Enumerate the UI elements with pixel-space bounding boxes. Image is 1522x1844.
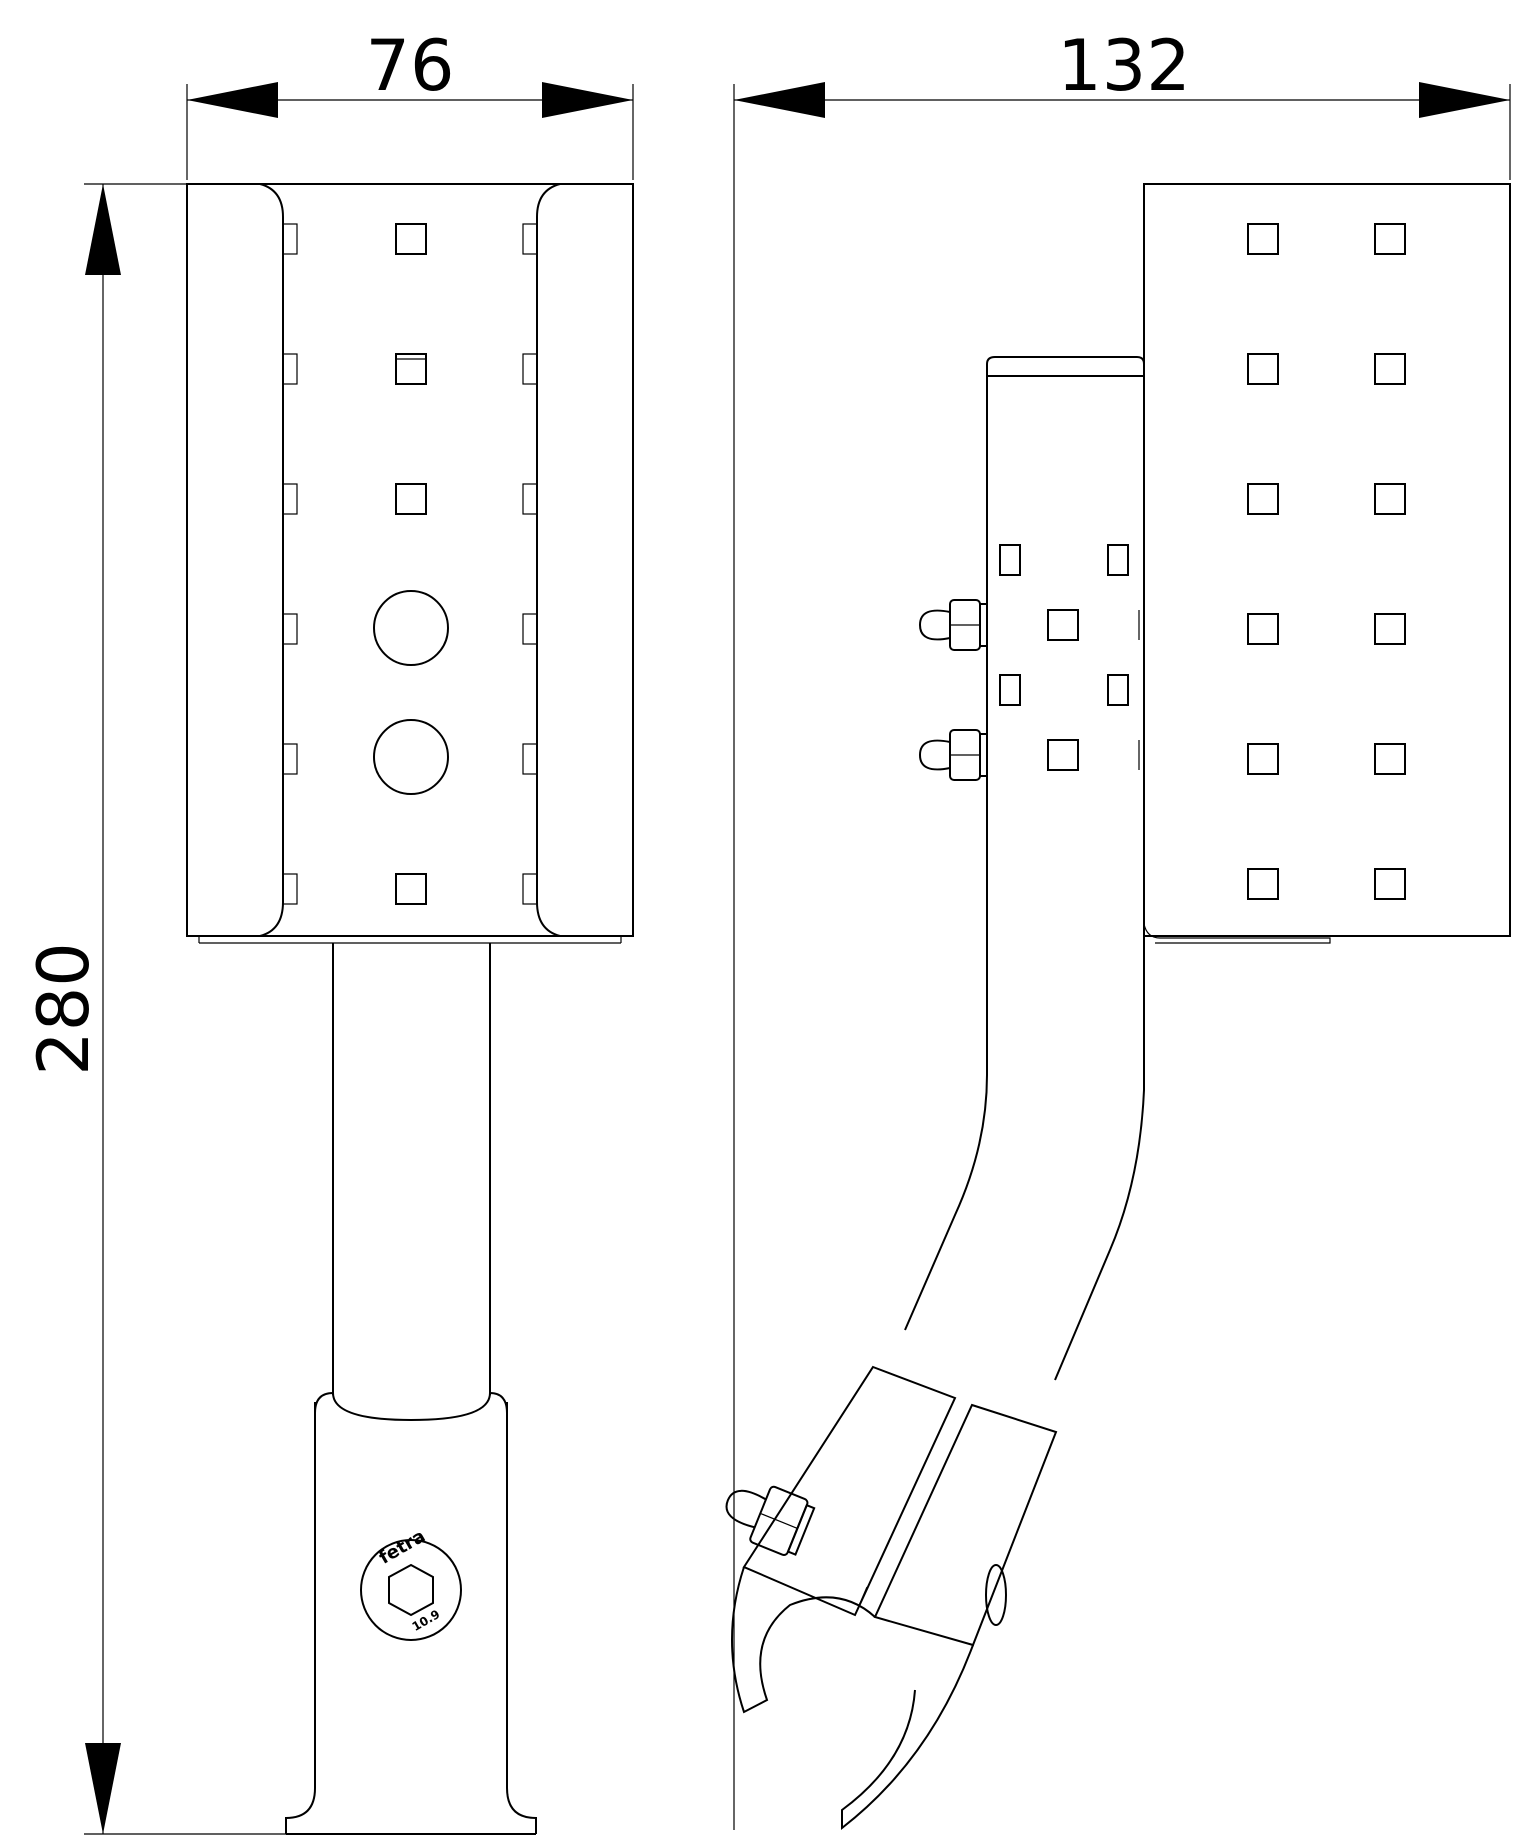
square-hole [1247,868,1279,900]
round-hole [373,590,449,666]
slot-hole [999,674,1021,706]
front-right-flange [536,183,561,937]
square-hole [1247,483,1279,515]
front-tube [332,943,491,1395]
flange-hole [282,353,298,385]
flange-hole [522,223,538,255]
logo-grade-text: 10.9 [410,1607,443,1634]
dimension-label-132: 132 [1057,25,1191,107]
square-hole [1374,353,1406,385]
front-left-flange [259,183,284,937]
logo-brand-text: fetra [375,1526,429,1569]
dimension-label-76: 76 [365,25,454,107]
side-arm [904,356,1145,1381]
dim-arrow-right [1419,82,1510,118]
dimension-width-side: 132 [733,25,1511,1830]
acorn-nut [918,729,988,781]
flange-hole [282,743,298,775]
bolt-head-logo: fetra 10.9 [360,1526,462,1641]
square-hole [1374,613,1406,645]
dim-arrow-left [187,82,278,118]
side-view [725,183,1511,1831]
dimension-label-280: 280 [23,942,105,1076]
square-hole [1374,223,1406,255]
acorn-nut [918,599,988,651]
square-hole [1247,613,1279,645]
flange-hole [522,873,538,905]
flange-hole [282,483,298,515]
front-hole-grid [282,223,538,905]
square-hole [395,873,427,905]
side-clamp [731,1365,1058,1831]
front-view: fetra 10.9 [186,183,634,1835]
dim-arrow-right [542,82,633,118]
side-bracket-holes [999,544,1140,771]
square-hole [1374,868,1406,900]
flange-hole [522,743,538,775]
slot-hole [1107,674,1129,706]
flange-hole [282,613,298,645]
square-hole [395,483,427,515]
square-hole [1047,739,1079,771]
flange-hole [522,483,538,515]
slot-hole [999,544,1021,576]
front-plate [186,183,634,937]
square-hole [1047,609,1079,641]
side-hole-grid [1247,223,1406,900]
front-clamp: fetra 10.9 [285,1392,537,1835]
flange-hole [282,223,298,255]
flange-hole [282,873,298,905]
square-hole [1374,483,1406,515]
round-hole [373,719,449,795]
flange-hole [522,613,538,645]
square-hole [1374,743,1406,775]
dim-arrow-down [85,1743,121,1834]
dim-arrow-left [734,82,825,118]
square-hole [1247,743,1279,775]
slot-hole [1107,544,1129,576]
dimension-width-front: 76 [186,25,634,180]
dimension-height: 280 [23,183,286,1835]
square-hole [1247,223,1279,255]
dim-arrow-up [85,184,121,275]
flange-hole [522,353,538,385]
clamp-acorn-nut [725,1485,816,1556]
side-plate [1143,183,1511,937]
square-hole [1247,353,1279,385]
square-hole [395,353,427,385]
square-hole [395,223,427,255]
